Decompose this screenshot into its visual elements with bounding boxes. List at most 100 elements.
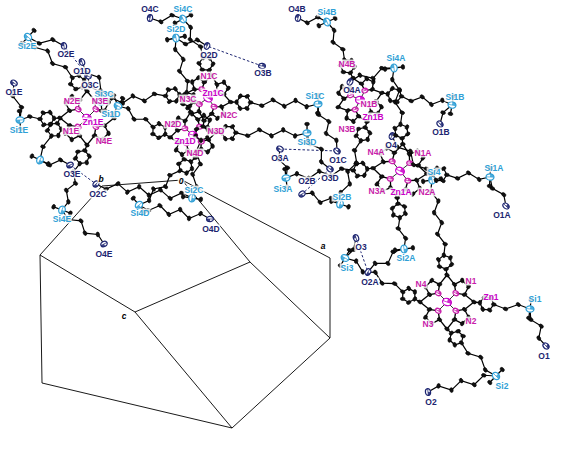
atom-ellipsoid — [190, 172, 195, 178]
ellipsoid — [357, 72, 362, 78]
atom-label: N2E — [63, 97, 82, 106]
ellipsoid — [399, 122, 403, 127]
ellipsoid — [465, 351, 471, 356]
ellipsoid — [322, 17, 331, 27]
ellipsoid — [57, 115, 63, 120]
atom-ellipsoid — [341, 96, 347, 101]
atom-ellipsoid — [269, 133, 274, 139]
atom-ellipsoid — [392, 126, 398, 132]
ellipsoid — [228, 100, 233, 104]
ellipsoid — [131, 116, 137, 122]
ellipsoid — [429, 102, 434, 108]
atom-ellipsoid — [436, 257, 442, 263]
ellipsoid — [341, 96, 347, 101]
octant — [276, 147, 280, 151]
atom-ellipsoid — [282, 174, 291, 181]
ellipsoid — [448, 330, 454, 336]
atom-ellipsoid — [452, 290, 459, 297]
cell-edge — [135, 262, 250, 312]
ellipsoid — [406, 285, 411, 291]
ellipsoid — [31, 27, 37, 33]
ellipsoid — [188, 194, 196, 203]
octant — [404, 249, 408, 253]
ellipsoid — [214, 81, 220, 87]
ellipsoid — [478, 354, 484, 360]
ellipsoid — [449, 262, 455, 268]
atom-ellipsoid — [421, 179, 425, 184]
atom-ellipsoid — [210, 143, 215, 149]
hydrogen-bonds — [64, 46, 368, 272]
ellipsoid — [333, 147, 342, 155]
atom-ellipsoid — [322, 17, 331, 27]
atom-label: Si4A — [386, 54, 407, 63]
atom-label: Zn1E — [82, 118, 105, 127]
atom-ellipsoid — [178, 14, 187, 24]
atom-ellipsoid — [198, 211, 203, 217]
octant — [318, 101, 322, 104]
ellipsoid — [403, 235, 409, 241]
ellipsoid — [354, 160, 360, 166]
ellipsoid — [115, 181, 121, 187]
atom-ellipsoid — [394, 166, 405, 176]
atom-ellipsoid — [413, 290, 416, 295]
ellipsoid — [340, 47, 346, 52]
ellipsoid — [372, 260, 377, 266]
ellipsoid — [390, 64, 397, 73]
atom-ellipsoid — [388, 98, 393, 104]
atom-label: Si1A — [484, 164, 505, 173]
atom-ellipsoid — [392, 281, 398, 286]
atom-ellipsoid — [56, 133, 60, 138]
ellipsoid — [390, 77, 394, 82]
ellipsoid — [137, 184, 141, 189]
octant — [299, 194, 303, 198]
ellipsoid — [174, 147, 179, 153]
ellipsoid — [400, 289, 406, 294]
ellipsoid — [444, 272, 450, 277]
atom-label: N3B — [337, 125, 356, 134]
ellipsoid — [326, 119, 332, 125]
ellipsoid — [125, 189, 130, 195]
atom-ellipsoid — [455, 329, 461, 334]
atom-ellipsoid — [228, 100, 233, 104]
alkyl-chain — [494, 304, 530, 309]
ellipsoid — [432, 210, 436, 215]
atom-ellipsoid — [187, 216, 191, 221]
alkyl-chain — [40, 160, 70, 165]
ellipsoid — [158, 187, 163, 193]
ellipsoid — [198, 211, 203, 217]
ellipsoid — [75, 150, 80, 154]
atom-ellipsoid — [166, 212, 171, 218]
atom-label: N2 — [465, 317, 478, 326]
atom-ellipsoid — [452, 317, 458, 322]
octant — [352, 235, 356, 239]
ellipsoid — [319, 159, 324, 165]
alkyl-chain — [139, 171, 180, 205]
ellipsoid — [478, 300, 482, 305]
atom-label: O4B — [287, 5, 306, 14]
atom-ellipsoid — [425, 388, 431, 395]
ellipsoid — [437, 317, 443, 323]
octant — [307, 130, 311, 133]
ellipsoid — [96, 232, 100, 237]
ellipsoid — [181, 56, 186, 62]
octant — [546, 344, 550, 348]
atom-ellipsoid — [92, 106, 99, 113]
axis-label: b — [97, 175, 104, 184]
ellipsoid — [27, 114, 33, 119]
atom-ellipsoid — [380, 159, 386, 165]
octant — [10, 81, 14, 85]
ellipsoid — [29, 153, 34, 159]
ellipsoid — [257, 127, 263, 133]
atom-label: N3E — [91, 97, 110, 106]
atom-ellipsoid — [408, 148, 413, 154]
octant — [93, 184, 97, 188]
atom-ellipsoid — [441, 166, 447, 171]
ellipsoid — [157, 203, 163, 209]
octant — [438, 309, 442, 312]
ellipsoid — [406, 300, 412, 305]
octant — [428, 392, 431, 396]
ellipsoid — [386, 91, 390, 96]
atom-ellipsoid — [225, 85, 231, 91]
atom-ellipsoid — [345, 169, 350, 175]
atom-ellipsoid — [174, 147, 179, 153]
